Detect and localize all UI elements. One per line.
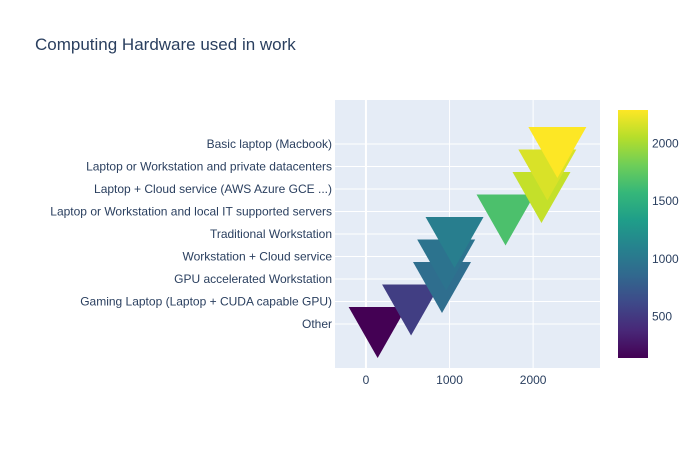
colorbar-tick-label: 2000 bbox=[652, 136, 679, 150]
colorbar bbox=[618, 110, 648, 358]
y-tick-label: Laptop or Workstation and private datace… bbox=[86, 160, 332, 174]
colorbar-tick-label: 1000 bbox=[652, 252, 679, 266]
x-axis-ticks: 0 1000 2000 bbox=[363, 373, 547, 387]
y-tick-label: Laptop or Workstation and local IT suppo… bbox=[50, 205, 332, 219]
y-tick-label: Basic laptop (Macbook) bbox=[207, 137, 332, 151]
y-tick-label: Laptop + Cloud service (AWS Azure GCE ..… bbox=[94, 182, 332, 196]
data-marker[interactable] bbox=[382, 284, 441, 336]
y-tick-label: GPU accelerated Workstation bbox=[174, 272, 332, 286]
data-marker[interactable] bbox=[425, 217, 484, 268]
y-axis-ticks: Other Gaming Laptop (Laptop + CUDA capabl… bbox=[50, 137, 332, 331]
y-tick-label: Traditional Workstation bbox=[210, 227, 332, 241]
data-marker[interactable] bbox=[348, 307, 407, 358]
y-tick-label: Workstation + Cloud service bbox=[182, 250, 332, 264]
x-tick-label: 1000 bbox=[436, 373, 463, 387]
data-marker[interactable] bbox=[528, 127, 587, 178]
chart-title: Computing Hardware used in work bbox=[35, 35, 296, 54]
colorbar-tick-label: 500 bbox=[652, 309, 672, 323]
x-tick-label: 0 bbox=[363, 373, 370, 387]
y-tick-label: Other bbox=[302, 317, 332, 331]
x-tick-label: 2000 bbox=[520, 373, 547, 387]
marker-layer bbox=[348, 127, 587, 358]
colorbar-ticks: 500 1000 1500 2000 bbox=[652, 136, 679, 323]
data-marker[interactable] bbox=[413, 262, 472, 313]
data-marker[interactable] bbox=[476, 194, 535, 246]
colorbar-tick-label: 1500 bbox=[652, 194, 679, 208]
y-tick-label: Gaming Laptop (Laptop + CUDA capable GPU… bbox=[80, 295, 332, 309]
